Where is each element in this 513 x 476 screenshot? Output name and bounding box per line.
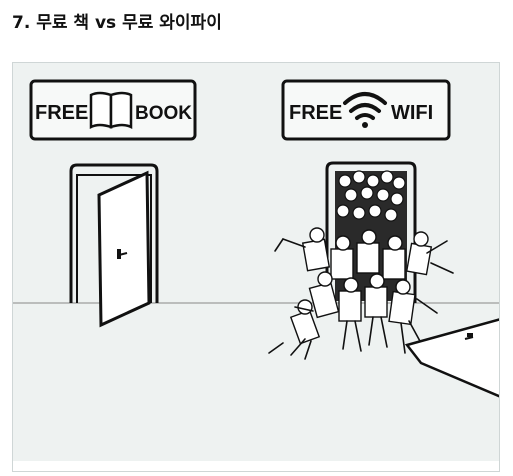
- free-wifi-sign-word2: WIFI: [391, 102, 433, 124]
- free-wifi-sign-word1: FREE: [289, 102, 342, 124]
- comic-illustration: FREE BOOK FREE WIFI: [13, 79, 499, 471]
- wifi-icon: [343, 92, 387, 128]
- free-book-sign-word1: FREE: [35, 102, 88, 124]
- free-wifi-sign: FREE WIFI: [281, 79, 451, 141]
- free-book-sign: FREE BOOK: [29, 79, 197, 141]
- free-book-sign-word2: BOOK: [135, 103, 192, 124]
- open-book-icon: [89, 91, 133, 130]
- comic-panel: FREE BOOK FREE WIFI: [12, 62, 500, 472]
- page-title: 7. 무료 책 vs 무료 와이파이: [12, 13, 222, 33]
- wifi-room-door: [268, 161, 499, 398]
- book-room-door: [69, 163, 159, 328]
